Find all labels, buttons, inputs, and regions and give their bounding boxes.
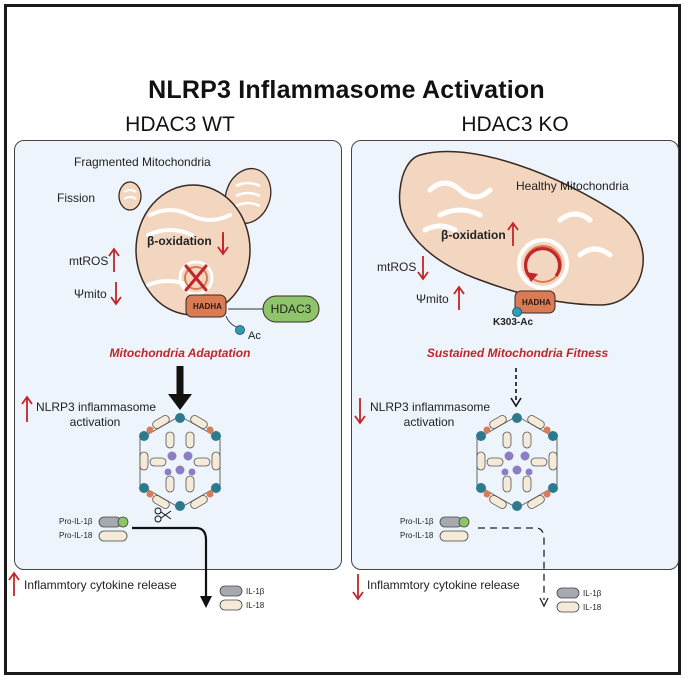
ko-beta-oxidation-label: β-oxidation [441,228,506,242]
wt-cytokine-release-label: Inflammtory cytokine release [24,578,177,592]
k303-label: K303-Ac [493,317,534,328]
mito-adaptation-label: Mitochondria Adaptation [109,346,251,360]
wt-hadha-label: HADHA [193,302,222,311]
wt-fragmented-label: Fragmented Mitochondria [74,155,211,169]
ko-mtros-label: mtROS [377,260,417,274]
acetyl-dot-icon [235,325,245,335]
wt-fission-label: Fission [57,191,96,205]
ko-il18-pill [556,601,580,613]
ko-dashed-down-arrow-icon [510,397,522,408]
wt-nlrp3-line1: NLRP3 inflammasome [36,400,157,414]
ko-pro-il18-label: Pro-IL-18 [400,531,434,540]
ko-inflammasome-complex [476,413,558,511]
wt-psimito-down-arrow-icon [110,282,122,306]
wt-il1b-label: IL-1β [246,587,265,596]
ko-nlrp3-line1: NLRP3 inflammasome [370,400,491,414]
wt-pro-il1b-label: Pro-IL-1β [59,517,93,526]
wt-mtros-label: mtROS [69,254,109,268]
scissors-icon [154,507,172,523]
wt-il18-pill [219,599,243,611]
ko-il1b-pill [556,587,580,599]
ko-nlrp3-line2: activation [403,415,455,429]
wt-inflammasome-complex [139,413,221,511]
wt-pro-il18-label: Pro-IL-18 [59,531,93,540]
wt-il1b-pill [219,585,243,597]
k303-acetyl-dot-icon [512,307,522,317]
blocked-cross-icon [184,264,208,292]
wt-cytokine-up-arrow-icon [8,571,20,596]
ko-pro-il1b-label: Pro-IL-1β [400,517,434,526]
ko-hadha-shape [514,290,556,314]
ko-pro-il18-pill [439,530,469,542]
cycle-arrow-icon [523,246,562,280]
wt-beta-ox-down-arrow-icon [217,232,229,256]
ko-cytokine-release-label: Inflammtory cytokine release [367,578,520,592]
wt-psimito-label: Ψmito [74,287,107,301]
wt-hadha-shape [185,294,227,318]
wt-nlrp3-line2: activation [69,415,121,429]
wt-release-arrow-icon [200,596,212,608]
wt-beta-oxidation-label: β-oxidation [147,234,212,248]
ko-il1b-label: IL-1β [583,589,602,598]
ko-healthy-label: Healthy Mitochondria [516,179,629,193]
wt-thick-down-arrow-icon [168,394,192,410]
wt-heading: HDAC3 WT [125,113,235,136]
wt-nlrp3-up-arrow-icon [21,395,33,422]
ko-nlrp3-down-arrow-icon [354,398,366,425]
ko-cytokine-down-arrow-icon [352,574,364,601]
ko-beta-ox-up-arrow-icon [507,221,519,246]
ko-psimito-up-arrow-icon [453,285,465,310]
figure-title: NLRP3 Inflammasome Activation [148,76,545,104]
ko-heading: HDAC3 KO [461,113,569,136]
hdac3-label: HDAC3 [270,302,312,316]
wt-il18-label: IL-18 [246,601,265,610]
ko-mtros-down-arrow-icon [417,256,429,281]
ac-label: Ac [248,330,261,342]
wt-pro-il18-pill [98,530,128,542]
wt-mtros-up-arrow-icon [108,247,120,272]
ko-release-dashed-arrow-icon [539,597,549,608]
sustained-fitness-label: Sustained Mitochondria Fitness [426,346,609,360]
ko-hadha-label: HADHA [522,298,551,307]
ko-psimito-label: Ψmito [416,292,449,306]
ko-il18-label: IL-18 [583,603,602,612]
figure-frame [4,4,681,675]
